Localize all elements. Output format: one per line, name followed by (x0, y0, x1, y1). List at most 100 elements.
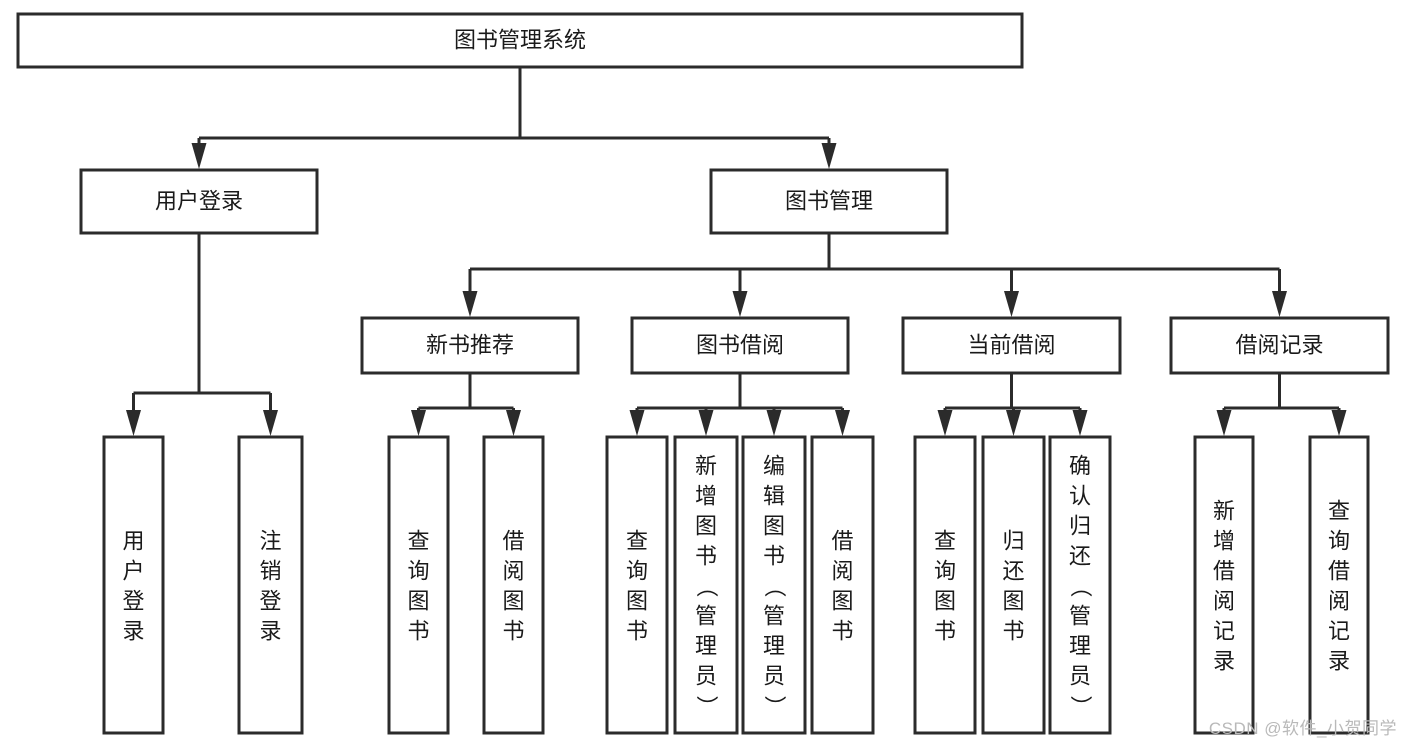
node-label-char: ） (762, 695, 787, 717)
node-label-char: 登 (122, 588, 144, 613)
node-label: 新书推荐 (426, 332, 514, 357)
node-label: 用户登录 (155, 188, 243, 213)
node-label-char: 注 (259, 528, 281, 553)
node-label: 借阅记录 (1235, 332, 1323, 357)
node-box (102, 435, 165, 735)
node-l2-0[interactable]: 用户登录 (79, 168, 319, 235)
arrow-head-icon (698, 410, 714, 436)
arrow-head-icon (126, 410, 141, 436)
node-label-char: 查 (626, 528, 648, 553)
node-label-char: 销 (259, 558, 281, 583)
arrow-head-icon (411, 410, 426, 436)
node-l2-1[interactable]: 图书管理 (709, 168, 949, 235)
arrow-head-icon (1006, 410, 1021, 436)
node-box (605, 435, 669, 735)
node-label-char: 图 (626, 588, 648, 613)
node-label-char: 新 (1213, 498, 1235, 523)
arrow-head-icon (263, 410, 278, 436)
node-label-char: 借 (1213, 558, 1235, 583)
node-label-char: 还 (1069, 543, 1091, 568)
node-label-char: 记 (1213, 618, 1235, 643)
node-label: 图书借阅 (696, 332, 784, 357)
node-box (901, 316, 1122, 375)
node-label-char: 询 (934, 558, 956, 583)
node-label-char: 户 (122, 558, 144, 583)
node-label-char: 管 (695, 603, 717, 628)
node-box (1193, 435, 1255, 735)
arrow-head-icon (766, 410, 782, 436)
node-label-char: 编 (763, 453, 785, 478)
node-label-char: 图 (695, 513, 717, 538)
node-box (981, 435, 1046, 735)
node-label-char: 管 (763, 603, 785, 628)
node-label: 当前借阅 (967, 332, 1055, 357)
node-label-char: 阅 (1328, 588, 1350, 613)
node-box (387, 435, 450, 735)
node-label-char: 录 (1328, 648, 1350, 673)
node-label-char: 登 (259, 588, 281, 613)
arrow-head-icon (1272, 291, 1287, 317)
node-label-char: ） (1068, 695, 1093, 717)
node-label-char: 书 (763, 543, 785, 568)
node-label-char: 图 (407, 588, 429, 613)
node-label-char: 阅 (502, 558, 524, 583)
node-box (79, 168, 319, 235)
node-layer: 图书管理系统用户登录图书管理新书推荐图书借阅当前借阅借阅记录用户登录注销登录查询… (16, 12, 1390, 735)
node-label-char: 增 (1213, 528, 1235, 553)
node-label-char: 查 (934, 528, 956, 553)
node-label-char: 新 (695, 453, 717, 478)
node-label-char: 归 (1069, 513, 1091, 538)
node-label-char: 阅 (831, 558, 853, 583)
node-label-char: 书 (695, 543, 717, 568)
node-box (482, 435, 545, 735)
node-box (630, 316, 850, 375)
arrow-head-icon (835, 410, 850, 436)
node-label-char: 员 (695, 663, 717, 688)
node-label-char: 查 (1328, 498, 1350, 523)
node-l3-1[interactable]: 图书借阅 (630, 316, 850, 375)
node-box (810, 435, 875, 735)
node-root[interactable]: 图书管理系统 (16, 12, 1024, 69)
node-label-char: 归 (1002, 528, 1024, 553)
node-label-char: 借 (1328, 558, 1350, 583)
node-label-char: 管 (1069, 603, 1091, 628)
connector-layer (126, 67, 1347, 436)
arrow-head-icon (191, 143, 207, 169)
node-l3-0[interactable]: 新书推荐 (360, 316, 580, 375)
node-label-char: 询 (407, 558, 429, 583)
node-label-char: 阅 (1213, 588, 1235, 613)
node-box (709, 168, 949, 235)
arrow-head-icon (1004, 291, 1019, 317)
node-label-char: 图 (502, 588, 524, 613)
node-label-char: 理 (763, 633, 785, 658)
node-l3-3[interactable]: 借阅记录 (1169, 316, 1390, 375)
node-label-char: （ (762, 575, 787, 597)
arrow-head-icon (506, 410, 521, 436)
node-label-char: 图 (831, 588, 853, 613)
node-label-char: 书 (934, 618, 956, 643)
node-leaf-0[interactable]: 用户登录 (102, 435, 165, 735)
node-label-char: 借 (502, 528, 524, 553)
node-label-char: 理 (1069, 633, 1091, 658)
node-label-char: 借 (831, 528, 853, 553)
node-box (913, 435, 977, 735)
node-label-char: 询 (1328, 528, 1350, 553)
node-label-char: 确 (1069, 453, 1091, 478)
node-l3-2[interactable]: 当前借阅 (901, 316, 1122, 375)
node-label-char: 认 (1069, 483, 1091, 508)
node-label-char: 录 (122, 618, 144, 643)
